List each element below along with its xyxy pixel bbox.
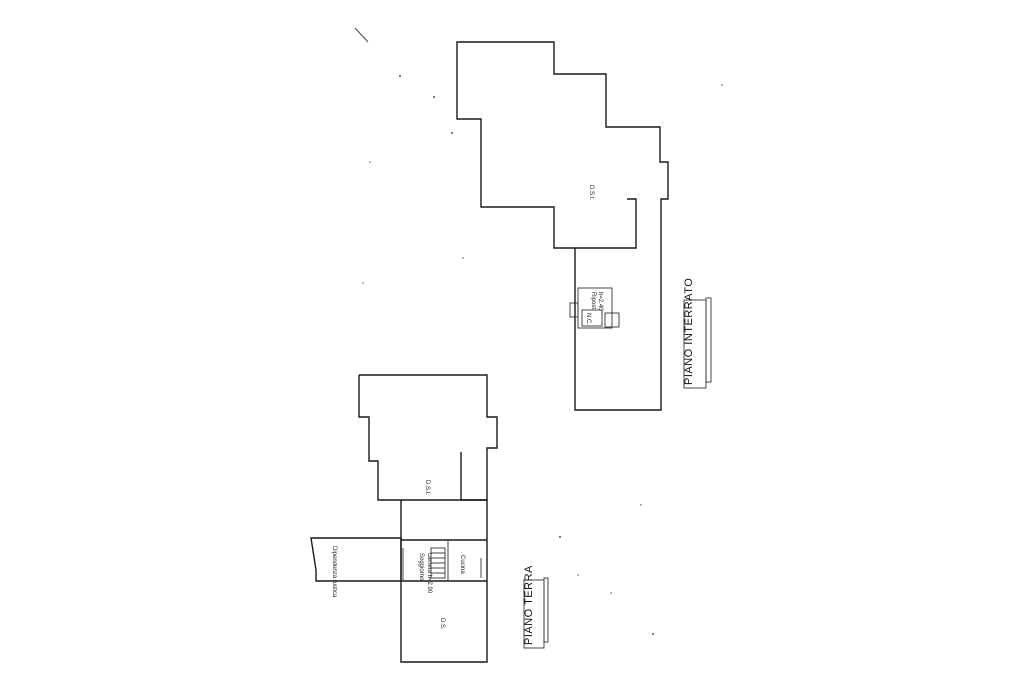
- ground-room-right-label: Cucina: [459, 555, 465, 574]
- ground-outline-bottom: [400, 499, 488, 663]
- ground-room-left-label: Soggiorno: [418, 553, 424, 581]
- basement-title: PIANO INTERRATO: [683, 278, 695, 385]
- ground-outline-top: [358, 374, 498, 540]
- annex-outline: [310, 537, 402, 582]
- room-nc: [581, 309, 603, 327]
- basement-room-height: h=2.40: [597, 292, 603, 311]
- annex-label: Dipendenza rustica: [331, 546, 337, 598]
- ground-title-box: PIANO TERRA: [523, 565, 549, 649]
- basement-room-label-nc: N.C.: [585, 313, 591, 325]
- ground-floor-plan: D.S.I. D.S. Soggiorno camera h=2.90 Cuci…: [310, 374, 549, 663]
- basement-main-label: D.S.I.: [588, 185, 594, 200]
- stair-small: [604, 312, 620, 328]
- stair-ground: [430, 547, 446, 579]
- ground-top-label: D.S.I.: [424, 480, 430, 495]
- basement-title-box: PIANO INTERRATO: [683, 278, 712, 389]
- basement-room-label-storage: Ripost.: [590, 292, 596, 311]
- ground-room-left-sub: camera h=2.90: [426, 553, 432, 594]
- ground-bottom-label: D.S.: [439, 618, 445, 630]
- scan-noise: [354, 27, 723, 635]
- niche: [569, 302, 579, 318]
- ground-title: PIANO TERRA: [523, 565, 535, 645]
- basement-outline: [456, 41, 669, 411]
- basement-plan: D.S.I. N.C. Ripost. h=2.40 PIANO INTERRA…: [456, 41, 712, 411]
